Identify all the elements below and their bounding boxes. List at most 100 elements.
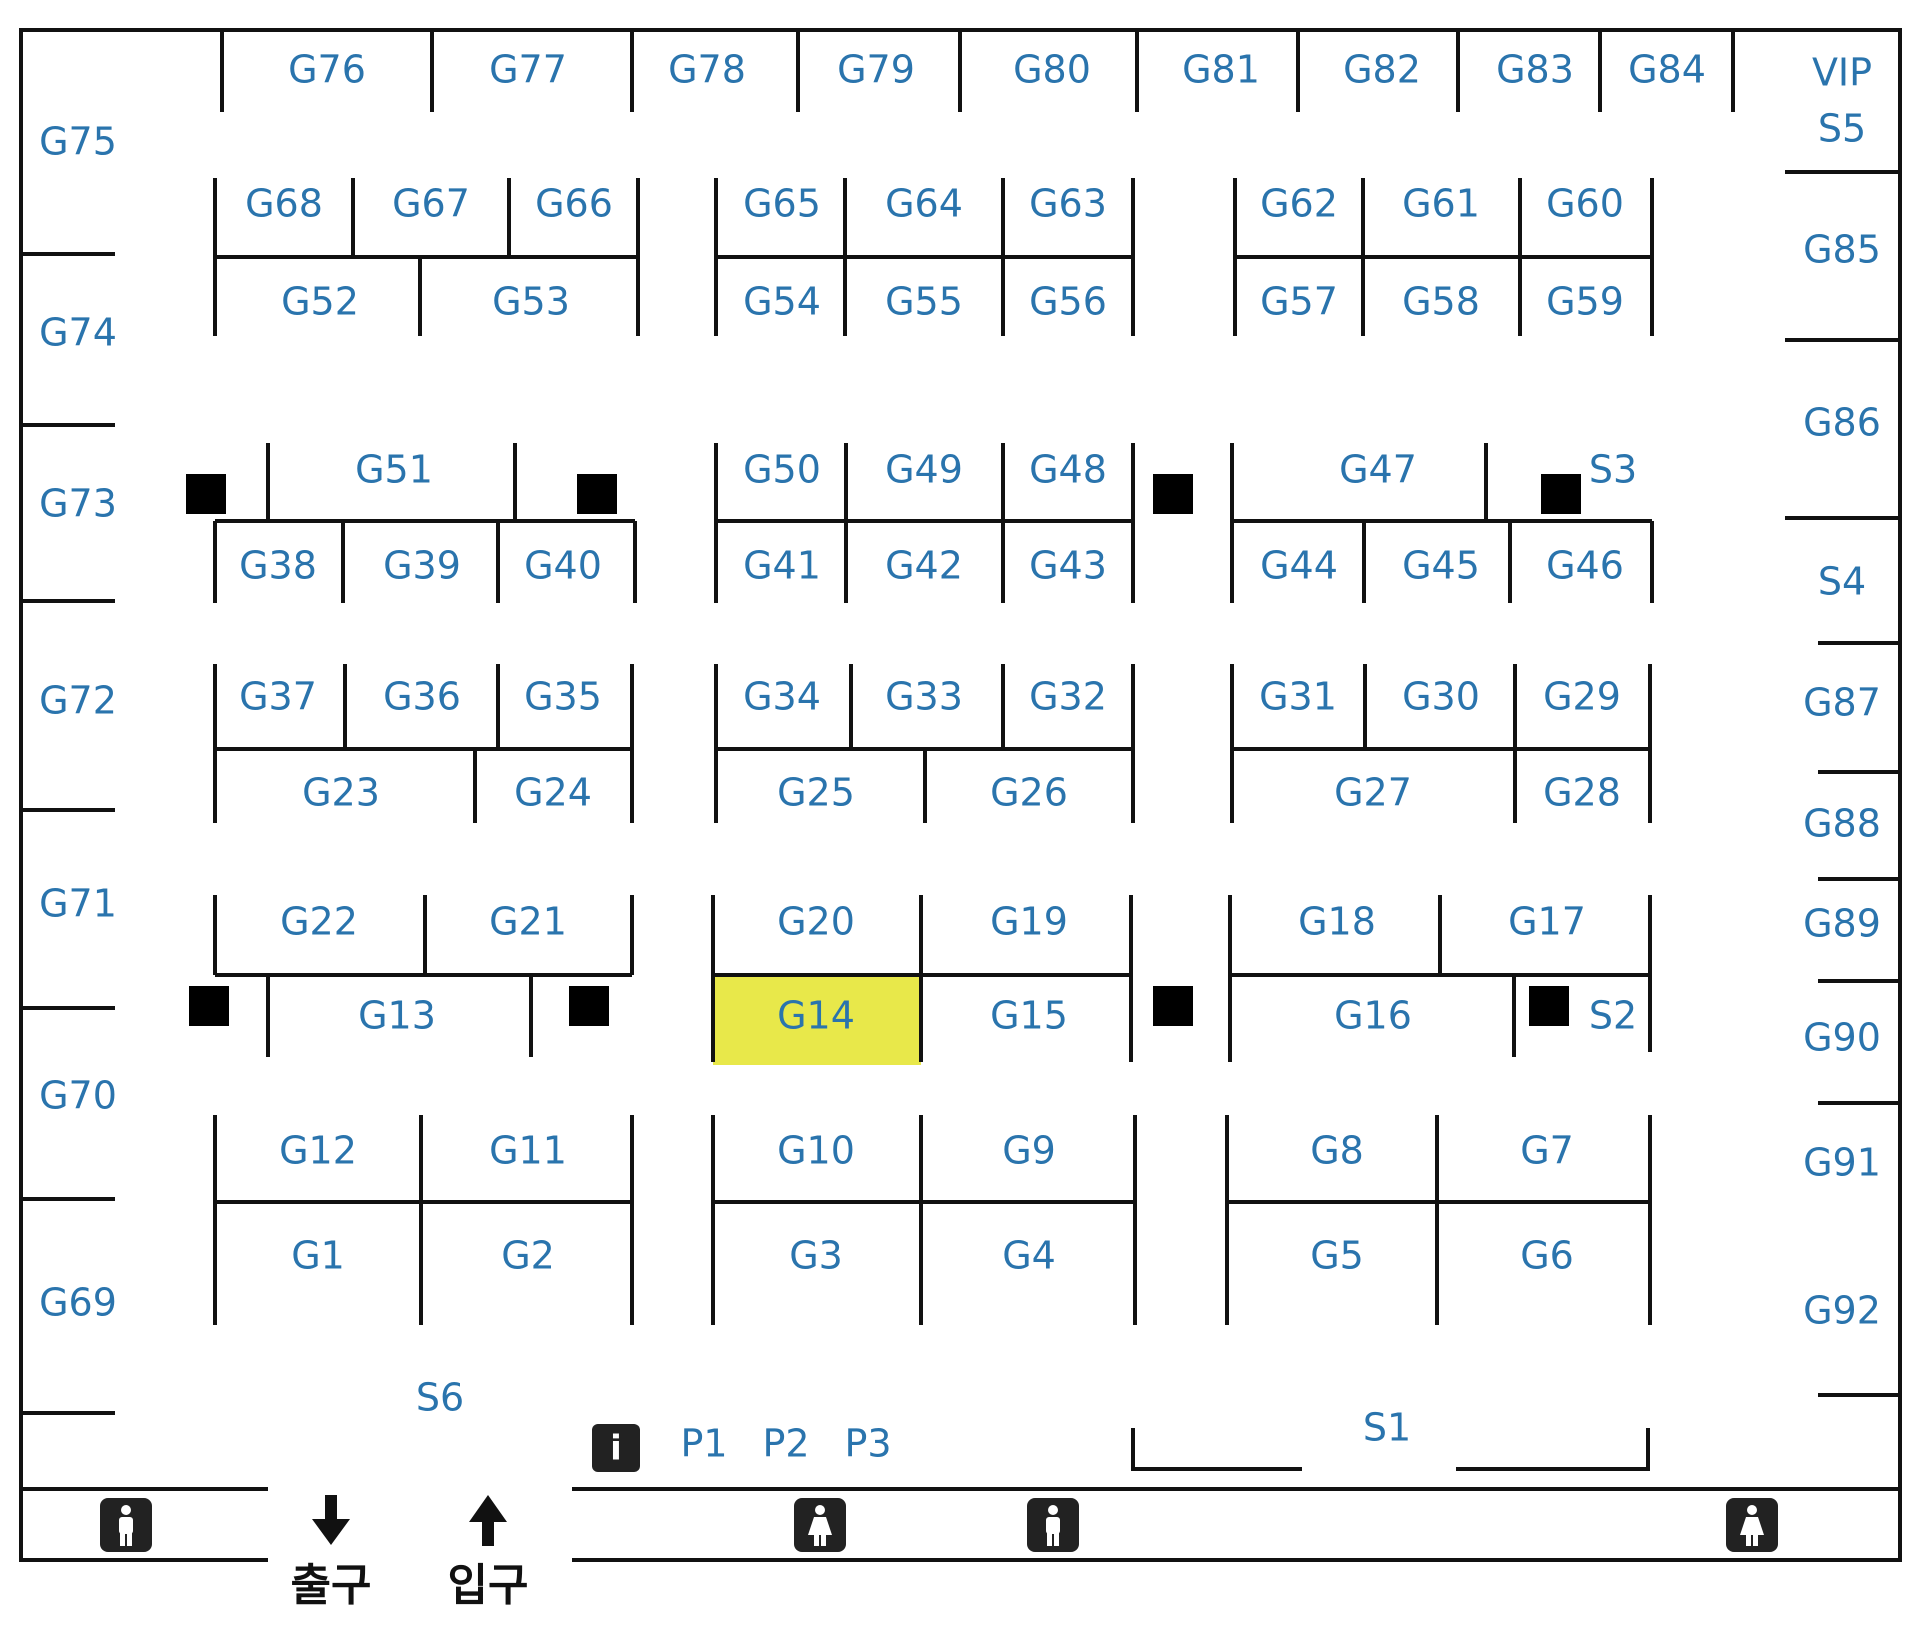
booth-g74[interactable]: G74: [39, 311, 117, 355]
booth-g53[interactable]: G53: [492, 280, 570, 324]
booth-g78[interactable]: G78: [668, 48, 746, 92]
booth-g27[interactable]: G27: [1334, 771, 1412, 815]
booth-g85[interactable]: G85: [1803, 228, 1881, 272]
booth-s4[interactable]: S4: [1818, 560, 1866, 604]
booth-g16[interactable]: G16: [1334, 994, 1412, 1038]
booth-g62[interactable]: G62: [1260, 182, 1338, 226]
booth-g25[interactable]: G25: [777, 771, 855, 815]
booth-g32[interactable]: G32: [1029, 675, 1107, 719]
booth-g76[interactable]: G76: [288, 48, 366, 92]
booth-g70[interactable]: G70: [39, 1074, 117, 1118]
booth-g72[interactable]: G72: [39, 679, 117, 723]
booth-g60[interactable]: G60: [1546, 182, 1624, 226]
restroom-female-icon[interactable]: [794, 1498, 846, 1552]
booth-g42[interactable]: G42: [885, 544, 963, 588]
booth-g35[interactable]: G35: [524, 675, 602, 719]
booth-g7[interactable]: G7: [1520, 1129, 1574, 1173]
booth-g34[interactable]: G34: [743, 675, 821, 719]
booth-s6[interactable]: S6: [416, 1376, 464, 1420]
booth-g8[interactable]: G8: [1310, 1129, 1364, 1173]
booth-g69[interactable]: G69: [39, 1281, 117, 1325]
info-icon[interactable]: i: [592, 1424, 640, 1472]
booth-g22[interactable]: G22: [280, 900, 358, 944]
booth-g63[interactable]: G63: [1029, 182, 1107, 226]
booth-g47[interactable]: G47: [1339, 448, 1417, 492]
booth-g52[interactable]: G52: [281, 280, 359, 324]
booth-g90[interactable]: G90: [1803, 1016, 1881, 1060]
booth-g33[interactable]: G33: [885, 675, 963, 719]
booth-g24[interactable]: G24: [514, 771, 592, 815]
booth-g80[interactable]: G80: [1013, 48, 1091, 92]
booth-g26[interactable]: G26: [990, 771, 1068, 815]
booth-g81[interactable]: G81: [1182, 48, 1260, 92]
booth-g87[interactable]: G87: [1803, 681, 1881, 725]
booth-g44[interactable]: G44: [1260, 544, 1338, 588]
booth-g64[interactable]: G64: [885, 182, 963, 226]
booth-g37[interactable]: G37: [239, 675, 317, 719]
booth-g51[interactable]: G51: [355, 448, 433, 492]
booth-g59[interactable]: G59: [1546, 280, 1624, 324]
booth-g13[interactable]: G13: [358, 994, 436, 1038]
booth-g84[interactable]: G84: [1628, 48, 1706, 92]
booth-g88[interactable]: G88: [1803, 802, 1881, 846]
booth-g17[interactable]: G17: [1508, 900, 1586, 944]
booth-g83[interactable]: G83: [1496, 48, 1574, 92]
booth-g89[interactable]: G89: [1803, 902, 1881, 946]
booth-g12[interactable]: G12: [279, 1129, 357, 1173]
booth-g43[interactable]: G43: [1029, 544, 1107, 588]
booth-g39[interactable]: G39: [383, 544, 461, 588]
booth-s5[interactable]: S5: [1818, 107, 1866, 151]
restroom-male-icon[interactable]: [1027, 1498, 1079, 1552]
booth-g68[interactable]: G68: [245, 182, 323, 226]
booth-g75[interactable]: G75: [39, 120, 117, 164]
booth-g92[interactable]: G92: [1803, 1289, 1881, 1333]
booth-g38[interactable]: G38: [239, 544, 317, 588]
booth-g86[interactable]: G86: [1803, 401, 1881, 445]
booth-p2[interactable]: P2: [762, 1422, 809, 1466]
booth-g54[interactable]: G54: [743, 280, 821, 324]
booth-g19[interactable]: G19: [990, 900, 1068, 944]
booth-g2[interactable]: G2: [501, 1234, 555, 1278]
booth-g30[interactable]: G30: [1402, 675, 1480, 719]
booth-g91[interactable]: G91: [1803, 1141, 1881, 1185]
booth-g31[interactable]: G31: [1259, 675, 1337, 719]
booth-g28[interactable]: G28: [1543, 771, 1621, 815]
booth-g48[interactable]: G48: [1029, 448, 1107, 492]
booth-g58[interactable]: G58: [1402, 280, 1480, 324]
booth-g11[interactable]: G11: [489, 1129, 567, 1173]
booth-g45[interactable]: G45: [1402, 544, 1480, 588]
booth-g20[interactable]: G20: [777, 900, 855, 944]
booth-s1[interactable]: S1: [1363, 1406, 1411, 1450]
booth-g50[interactable]: G50: [743, 448, 821, 492]
booth-g18[interactable]: G18: [1298, 900, 1376, 944]
booth-g5[interactable]: G5: [1310, 1234, 1364, 1278]
booth-g49[interactable]: G49: [885, 448, 963, 492]
booth-g29[interactable]: G29: [1543, 675, 1621, 719]
booth-g66[interactable]: G66: [535, 182, 613, 226]
booth-g9[interactable]: G9: [1002, 1129, 1056, 1173]
booth-s2[interactable]: S2: [1589, 994, 1637, 1038]
booth-g10[interactable]: G10: [777, 1129, 855, 1173]
booth-g6[interactable]: G6: [1520, 1234, 1574, 1278]
booth-g82[interactable]: G82: [1343, 48, 1421, 92]
booth-g77[interactable]: G77: [489, 48, 567, 92]
booth-g79[interactable]: G79: [837, 48, 915, 92]
booth-g46[interactable]: G46: [1546, 544, 1624, 588]
booth-g55[interactable]: G55: [885, 280, 963, 324]
booth-g57[interactable]: G57: [1260, 280, 1338, 324]
booth-g15[interactable]: G15: [990, 994, 1068, 1038]
booth-g56[interactable]: G56: [1029, 280, 1107, 324]
booth-g41[interactable]: G41: [743, 544, 821, 588]
booth-s3[interactable]: S3: [1589, 448, 1637, 492]
booth-g36[interactable]: G36: [383, 675, 461, 719]
booth-vip[interactable]: VIP: [1812, 51, 1872, 95]
booth-g14[interactable]: G14: [777, 994, 855, 1038]
booth-g3[interactable]: G3: [789, 1234, 843, 1278]
restroom-female-icon[interactable]: [1726, 1498, 1778, 1552]
restroom-male-icon[interactable]: [100, 1498, 152, 1552]
booth-g4[interactable]: G4: [1002, 1234, 1056, 1278]
booth-g21[interactable]: G21: [489, 900, 567, 944]
booth-g23[interactable]: G23: [302, 771, 380, 815]
booth-g40[interactable]: G40: [524, 544, 602, 588]
booth-p1[interactable]: P1: [680, 1422, 727, 1466]
